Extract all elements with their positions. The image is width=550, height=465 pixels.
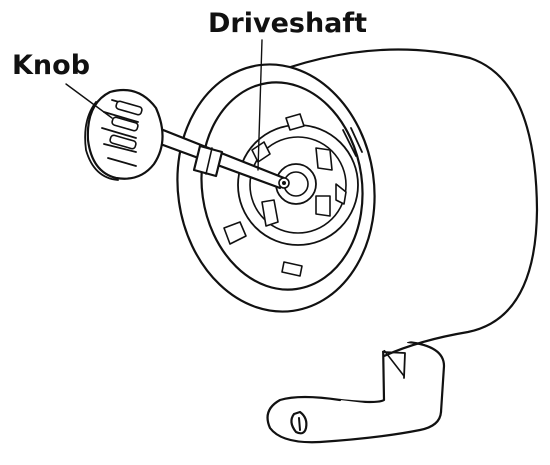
knob-leader [65,83,113,119]
driveshaft-icon [142,122,290,190]
driveshaft-label: Driveshaft [208,8,368,39]
cylinder-housing-icon [176,48,539,358]
knob-icon [84,88,164,181]
driveshaft-leader [257,39,263,171]
knob-label: Knob [12,50,91,81]
leader-lines [65,39,263,171]
